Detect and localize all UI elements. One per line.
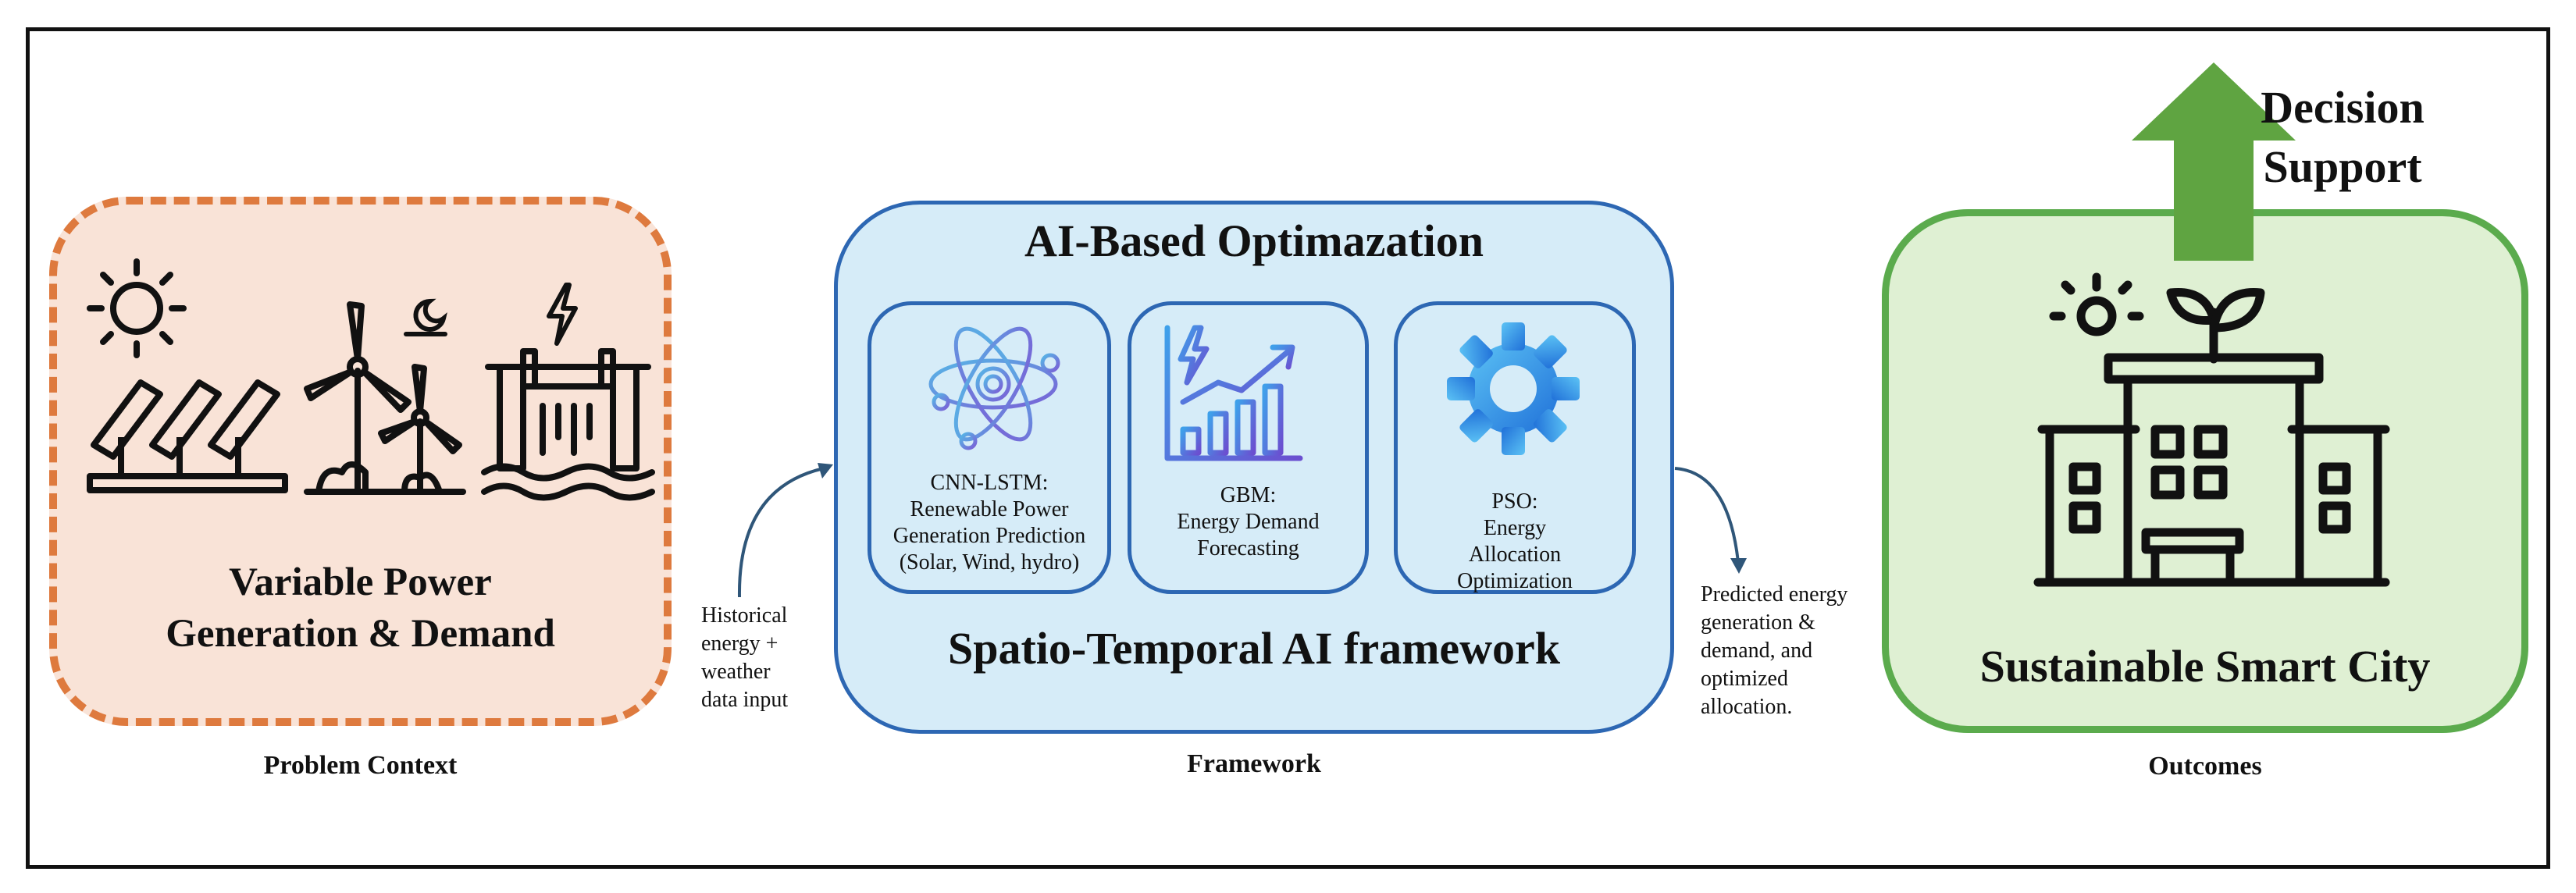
growth-chart-icon — [1164, 325, 1303, 461]
framework-title: AI-Based Optimazation — [1024, 215, 1484, 266]
card-gbm-text: GBM: Energy Demand Forecasting — [1128, 482, 1369, 562]
card-1-line1: CNN-LSTM: — [930, 471, 1049, 495]
card-3-line3: Allocation — [1468, 543, 1562, 567]
card-2-line2: Energy Demand — [1177, 510, 1320, 534]
card-pso-text: PSO: Energy Allocation Optimization — [1394, 489, 1636, 595]
card-cnn-lstm-text: CNN-LSTM: Renewable Power Generation Pre… — [868, 470, 1111, 576]
output-note: Predicted energy generation & demand, an… — [1701, 581, 1880, 721]
framework-subtitle: Spatio-Temporal AI framework — [947, 623, 1561, 674]
card-3-line2: Energy — [1483, 516, 1547, 540]
problem-title-line2: Generation & Demand — [166, 612, 555, 656]
output-note-line4: optimized — [1701, 667, 1788, 691]
input-note-line1: Historical — [701, 603, 788, 628]
input-arrow — [737, 463, 833, 598]
input-note-line3: weather — [701, 660, 771, 684]
decision-line2: Support — [2263, 141, 2422, 192]
input-note-line4: data input — [701, 688, 789, 712]
card-1-line3: Generation Prediction — [893, 524, 1086, 548]
decision-support-label: Decision Support — [2186, 78, 2499, 197]
problem-title: Variable Power Generation & Demand — [49, 557, 672, 660]
lightning-icon — [547, 283, 578, 346]
problem-title-line1: Variable Power — [229, 560, 492, 604]
moon-cloud-icon — [404, 298, 447, 336]
framework-caption: Framework — [1187, 749, 1321, 778]
card-2-line3: Forecasting — [1197, 536, 1299, 560]
output-note-line3: demand, and — [1701, 639, 1813, 663]
decision-line1: Decision — [2261, 82, 2425, 133]
gear-icon — [1447, 322, 1580, 455]
solar-panels-icon — [87, 379, 288, 493]
input-note-line2: energy + — [701, 632, 779, 656]
output-arrow — [1674, 467, 1747, 574]
card-3-line4: Optimization — [1457, 569, 1573, 593]
output-note-line1: Predicted energy — [1701, 582, 1848, 607]
hydro-dam-icon — [481, 348, 655, 501]
atom-icon — [928, 326, 1060, 450]
outcome-title: Sustainable Smart City — [1979, 641, 2431, 692]
sun-icon — [87, 258, 187, 358]
wind-turbines-icon — [304, 301, 466, 495]
outcome-caption: Outcomes — [2148, 752, 2262, 781]
diagram-frame — [26, 27, 2550, 869]
card-1-line2: Renewable Power — [910, 497, 1069, 521]
card-2-line1: GBM: — [1220, 483, 1277, 507]
problem-context-box — [49, 197, 672, 726]
green-building-icon — [2033, 272, 2390, 587]
problem-caption: Problem Context — [263, 751, 458, 780]
output-note-line2: generation & — [1701, 610, 1815, 635]
card-3-line1: PSO: — [1491, 489, 1538, 514]
up-arrow-icon — [2132, 62, 2296, 261]
card-1-line4: (Solar, Wind, hydro) — [899, 550, 1080, 575]
output-note-line5: allocation. — [1701, 695, 1793, 719]
input-note: Historical energy + weather data input — [701, 602, 826, 714]
